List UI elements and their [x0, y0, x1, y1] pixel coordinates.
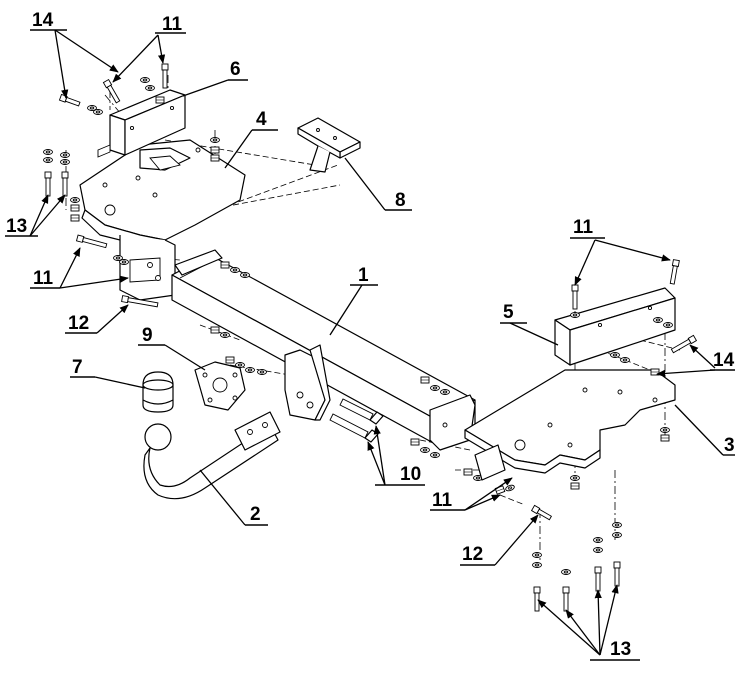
callout-2: 2	[250, 504, 261, 525]
callout-14-right: 14	[713, 350, 735, 371]
callout-13-bottom: 13	[610, 639, 631, 660]
left-column-bolts	[43, 149, 80, 222]
part-7-ball-cover	[142, 371, 174, 413]
callout-7: 7	[72, 357, 83, 378]
callout-11-top: 11	[162, 14, 183, 35]
left-side-bolts	[75, 234, 159, 308]
callout-11-right: 11	[573, 217, 594, 238]
callout-5: 5	[503, 302, 514, 323]
callout-14-top: 14	[32, 10, 54, 31]
part-2-towball-arm	[143, 411, 281, 500]
callout-13-left: 13	[6, 216, 27, 237]
leader-lines	[5, 29, 735, 661]
callout-4: 4	[256, 109, 267, 130]
part-9-socket-plate	[194, 361, 246, 411]
callout-11-bottom: 11	[432, 490, 453, 511]
callout-1: 1	[358, 265, 369, 286]
callout-labels: 14 11 6 4 8 13 11 12 1 9 7 2 10 11 12 13…	[6, 10, 735, 660]
right-side-fasteners	[494, 259, 698, 521]
part-3-right-plate	[464, 369, 676, 481]
callout-3: 3	[724, 435, 735, 456]
part-5-right-bracket	[554, 287, 676, 366]
callout-6: 6	[230, 59, 241, 80]
callout-10: 10	[400, 464, 421, 485]
part-6-clamp-plate	[97, 89, 186, 158]
part-4-left-bracket	[79, 139, 246, 301]
bottom-right-bolts	[532, 522, 622, 612]
part-1-crossbar	[171, 249, 476, 451]
callout-12-left: 12	[68, 313, 89, 334]
callout-11-left: 11	[33, 268, 54, 289]
part-8-bracket-plate	[297, 117, 361, 173]
callout-12-bottom: 12	[462, 544, 483, 565]
callout-8: 8	[395, 190, 406, 211]
callout-9: 9	[142, 325, 153, 346]
